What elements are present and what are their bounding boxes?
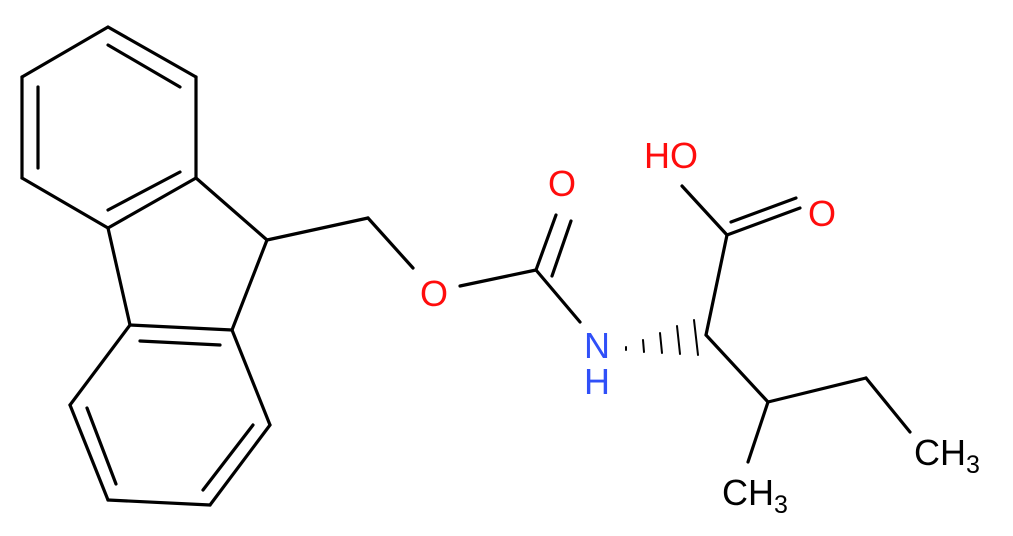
bond	[458, 268, 538, 288]
bond	[230, 328, 272, 427]
branch-methyl-ch: CH	[722, 472, 774, 513]
wedge-hash	[659, 332, 663, 354]
bond	[68, 323, 132, 407]
bond	[746, 400, 770, 464]
carbamate-carbonyl-oxygen-label: O	[548, 163, 576, 204]
acid-carbonyl-oxygen-label: O	[808, 193, 836, 234]
bond	[106, 25, 198, 79]
bond	[68, 403, 110, 502]
bond	[534, 213, 558, 272]
isoleucine-backbone	[625, 184, 912, 464]
bond	[534, 268, 582, 324]
bond	[265, 216, 370, 242]
bond	[864, 376, 912, 434]
bond	[366, 216, 415, 270]
wedge-hash	[642, 339, 645, 353]
bond	[680, 184, 729, 237]
bond	[85, 406, 118, 486]
ester-oxygen-label: O	[420, 273, 448, 314]
fluorenyl-group	[20, 25, 272, 507]
bond	[550, 219, 573, 278]
bond	[230, 238, 269, 332]
bond	[766, 376, 868, 404]
bond	[128, 323, 234, 332]
amine-hydrogen-label: H	[584, 361, 610, 402]
bond	[106, 170, 182, 212]
bond	[201, 423, 255, 492]
bond	[106, 498, 212, 507]
bond	[106, 226, 132, 327]
bond	[208, 423, 272, 507]
bond	[106, 176, 198, 230]
bond	[138, 339, 222, 347]
carbamate-linker	[265, 213, 582, 324]
bond	[704, 233, 729, 337]
wedge-hash	[693, 319, 699, 356]
branch-methyl-label: CH3	[722, 472, 788, 519]
wedge-hash	[676, 325, 681, 355]
hydroxyl-label: HO	[644, 135, 698, 176]
branch-methyl-subscript: 3	[774, 491, 788, 519]
ethyl-methyl-subscript: 3	[966, 451, 980, 479]
bond	[725, 206, 802, 237]
atom-labels: HO O O O N H CH3 CH3	[420, 135, 980, 519]
bond	[704, 333, 770, 404]
bond	[729, 196, 798, 224]
bond	[194, 176, 269, 242]
ethyl-methyl-ch: CH	[914, 432, 966, 473]
bond	[106, 43, 182, 89]
amine-nitrogen-label: N	[584, 325, 610, 366]
ethyl-methyl-label: CH3	[914, 432, 980, 479]
bond	[20, 25, 110, 79]
bond	[20, 176, 110, 230]
